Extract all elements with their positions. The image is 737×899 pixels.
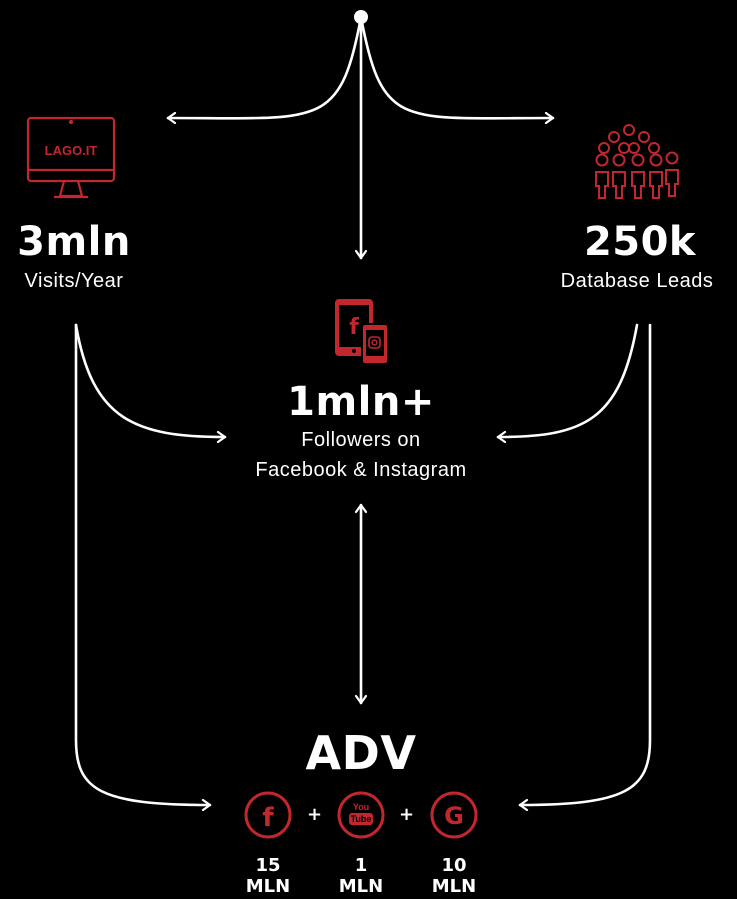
arrow-to-database [359,15,555,118]
arrow-database-to-social [496,323,639,437]
youtube-reach-value: 1 [354,855,368,876]
youtube-icon: You Tube [337,791,385,839]
arrow-website-to-adv [74,323,212,805]
google-reach-value: 10 [441,855,467,876]
website-visits-value: 3mln [17,219,131,265]
people-group-icon [595,124,679,199]
arrow-website-to-social [74,323,227,437]
plus-sign: + [399,804,415,825]
adv-title: ADV [305,726,417,780]
svg-text:Tube: Tube [351,814,372,824]
facebook-icon: f [244,791,292,839]
social-followers-caption-line2: Facebook & Instagram [255,459,467,481]
facebook-reach-unit: MLN [245,876,291,897]
social-followers-value: 1mln+ [287,379,435,425]
database-leads-caption: Database Leads [560,270,714,292]
monitor-icon [26,116,116,199]
facebook-reach-value: 15 [255,855,281,876]
youtube-reach-unit: MLN [338,876,384,897]
svg-text:G: G [444,802,464,830]
arrow-to-website [166,15,363,118]
google-icon: G [430,791,478,839]
website-screen-label: LAGO.IT [45,143,98,158]
database-leads-value: 250k [583,219,697,265]
mobile-devices-icon: f [335,299,389,365]
svg-text:You: You [353,802,369,812]
arrow-database-to-adv [518,323,652,805]
social-followers-caption-line1: Followers on [301,429,421,451]
plus-sign: + [307,804,323,825]
google-reach-unit: MLN [431,876,477,897]
svg-text:f: f [262,803,274,833]
website-visits-caption: Visits/Year [24,270,124,292]
svg-text:f: f [349,315,359,340]
